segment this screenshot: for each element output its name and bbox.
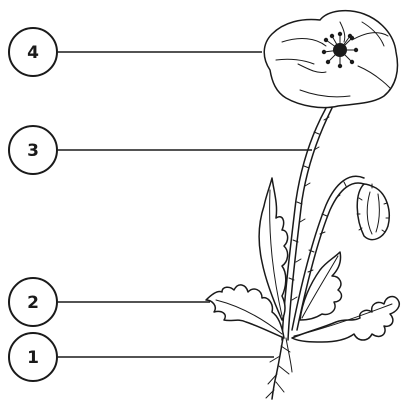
callout-label-4: 4 [27, 43, 39, 63]
flower-bud-illustration [357, 184, 389, 240]
root-illustration [266, 338, 292, 399]
flower-illustration [264, 11, 397, 108]
callout-label-3: 3 [27, 141, 39, 161]
callout-3: 3 [9, 126, 57, 174]
callout-label-1: 1 [27, 348, 39, 368]
callout-4: 4 [9, 28, 57, 76]
callout-label-2: 2 [27, 293, 39, 313]
callout-1: 1 [9, 333, 57, 381]
callout-2: 2 [9, 278, 57, 326]
